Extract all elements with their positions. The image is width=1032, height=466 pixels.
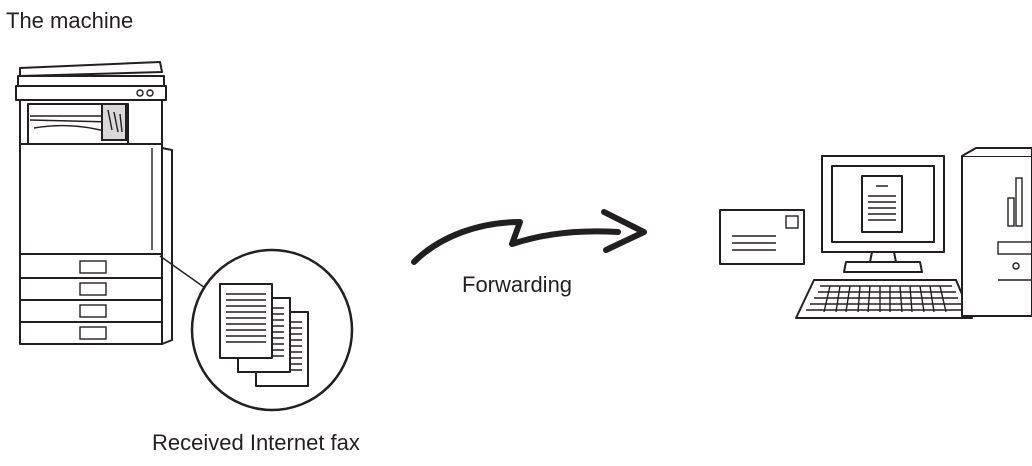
computer-icon (795, 147, 1032, 319)
forwarding-arrow-icon (411, 209, 647, 265)
received-fax-caption: Received Internet fax (152, 430, 360, 455)
machine-label: The machine (6, 8, 134, 33)
fax-documents-icon (190, 248, 354, 412)
printer-icon (15, 61, 209, 345)
forwarding-label: Forwarding (462, 272, 573, 297)
envelope-icon (719, 209, 805, 265)
